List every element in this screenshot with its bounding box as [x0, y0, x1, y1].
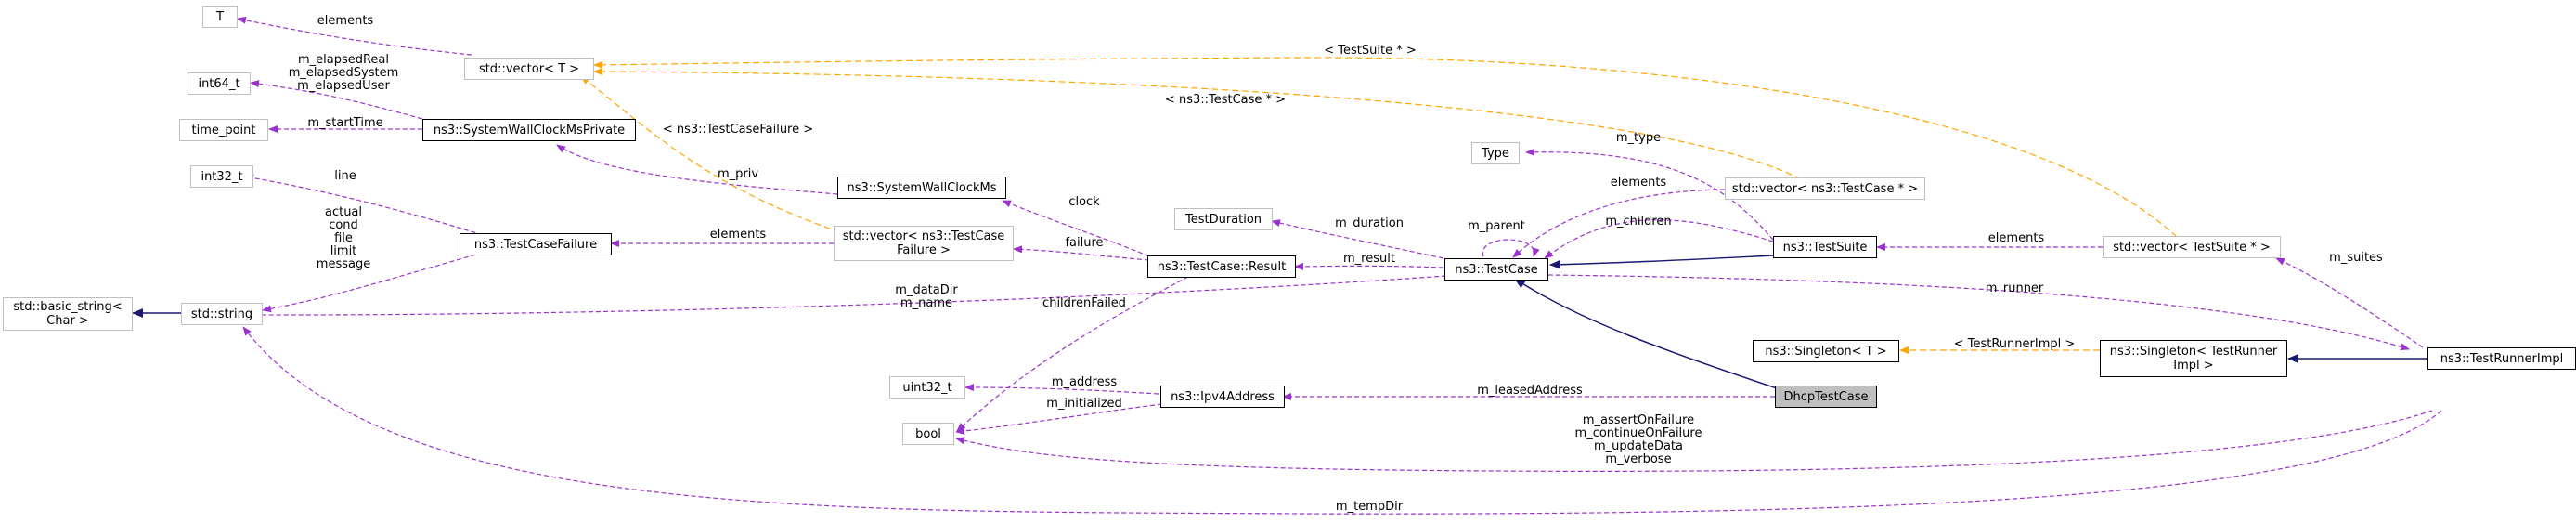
edge-vector-T-elements [237, 16, 472, 56]
label-clock: clock [1068, 195, 1100, 209]
edge-testcase-result [1294, 262, 1444, 270]
node-int64[interactable]: int64_t [188, 72, 251, 95]
edge-testcase-duration [1271, 219, 1444, 259]
label-children-failed: childrenFailed [1042, 296, 1126, 310]
edge-testcase-string [242, 275, 1447, 320]
edge-sysclock-private [556, 144, 838, 195]
node-T[interactable]: T [202, 6, 238, 28]
edge-result-sysclock [1002, 200, 1150, 257]
node-testcase[interactable]: ns3::TestCase [1444, 258, 1548, 281]
edge-inherit-dhcp-testcase [1514, 278, 1783, 391]
node-int32[interactable]: int32_t [190, 165, 253, 188]
label-tmpl-failure: < ns3::TestCaseFailure > [662, 123, 814, 137]
node-time-point[interactable]: time_point [179, 119, 268, 141]
node-uint32[interactable]: uint32_t [889, 376, 965, 399]
node-testcase-result[interactable]: ns3::TestCase::Result [1147, 255, 1296, 278]
label-m-parent: m_parent [1468, 219, 1525, 233]
label-runner-flags: m_assertOnFailure m_continueOnFailure m_… [1574, 413, 1702, 466]
node-test-duration[interactable]: TestDuration [1174, 208, 1273, 230]
edge-failure-int32 [244, 174, 484, 236]
edge-tmpl-vectorfailure-vectorT [580, 75, 841, 233]
label-m-address: m_address [1051, 375, 1118, 389]
node-string[interactable]: std::string [181, 303, 263, 325]
edge-result-vectorfailure [1013, 245, 1150, 261]
label-m-type: m_type [1615, 131, 1662, 145]
label-elements-suites: elements [1987, 231, 2045, 245]
label-m-leased-address: m_leasedAddress [1477, 384, 1583, 398]
node-ipv4-address[interactable]: ns3::Ipv4Address [1160, 386, 1285, 408]
edge-vectortestcase-testcase-elements [1512, 189, 1726, 258]
edge-runner-bool [955, 410, 2433, 472]
label-m-priv: m_priv [717, 167, 759, 181]
node-testsuite[interactable]: ns3::TestSuite [1773, 236, 1877, 258]
label-m-children: m_children [1605, 215, 1672, 229]
label-tmpl-testcase: < ns3::TestCase * > [1164, 93, 1287, 107]
label-tmpl-runner: < TestRunnerImpl > [1953, 337, 2076, 351]
node-sysclock[interactable]: ns3::SystemWallClockMs [837, 177, 1006, 199]
label-start-time: m_startTime [307, 116, 383, 130]
node-test-runner-impl[interactable]: ns3::TestRunnerImpl [2427, 347, 2576, 370]
label-m-runner: m_runner [1985, 281, 2044, 295]
label-failure-fields: actual cond file limit message [316, 205, 371, 271]
node-type[interactable]: Type [1471, 142, 1520, 164]
label-m-duration: m_duration [1335, 216, 1404, 230]
edge-ipv4-uint32 [964, 384, 1159, 395]
edge-result-bool [956, 276, 1189, 432]
node-singleton-T[interactable]: ns3::Singleton< T > [1753, 340, 1899, 362]
label-m-tempdir: m_tempDir [1335, 500, 1404, 514]
label-m-result: m_result [1343, 252, 1395, 266]
node-sysclock-private[interactable]: ns3::SystemWallClockMsPrivate [422, 119, 636, 141]
label-elements-testcase: elements [1610, 176, 1667, 190]
node-bool[interactable]: bool [902, 423, 954, 445]
node-vector-testcase[interactable]: std::vector< ns3::TestCase * > [1725, 177, 1925, 200]
node-basic-string[interactable]: std::basic_string< Char > [3, 297, 133, 331]
label-failure: failure [1065, 236, 1104, 250]
label-elements-failure: elements [709, 228, 767, 242]
edge-sysclockprivate-int64 [250, 80, 423, 120]
node-singleton-runner[interactable]: ns3::Singleton< TestRunner Impl > [2100, 340, 2287, 377]
label-elapsed: m_elapsedReal m_elapsedSystem m_elapsedU… [288, 53, 399, 93]
label-m-initialized: m_initialized [1046, 397, 1122, 411]
edge-tmpl-vectortestsuite-vectorT [593, 57, 2178, 238]
node-vector-testsuite[interactable]: std::vector< TestSuite * > [2103, 236, 2281, 258]
edge-tmpl-vectortestcase-vectorT [593, 68, 1802, 180]
edge-failure-string [262, 252, 484, 313]
node-vector-failure[interactable]: std::vector< ns3::TestCase Failure > [834, 226, 1014, 261]
edge-inherit-testsuite-testcase [1549, 255, 1774, 269]
edge-runner-testcase [1547, 274, 2410, 351]
node-vector-T[interactable]: std::vector< T > [464, 58, 594, 80]
label-m-suites: m_suites [2329, 251, 2383, 265]
label-line: line [334, 169, 356, 183]
label-elements-T: elements [317, 14, 374, 28]
label-tmpl-testsuite: < TestSuite * > [1324, 44, 1417, 58]
edge-ipv4-bool [955, 403, 1163, 435]
label-data-dir: m_dataDir m_name [895, 283, 958, 310]
edge-testsuite-testcase-children [1544, 219, 1774, 259]
node-testcase-failure[interactable]: ns3::TestCaseFailure [460, 233, 612, 255]
node-dhcp-testcase[interactable]: DhcpTestCase [1775, 386, 1877, 408]
edge-testcase-parent [1482, 239, 1540, 257]
